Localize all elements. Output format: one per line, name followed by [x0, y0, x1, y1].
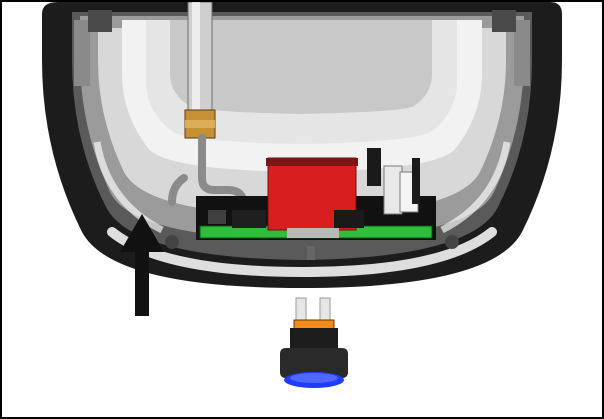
device-housing-icon — [42, 2, 562, 288]
connector-plug-icon — [280, 297, 348, 388]
circuit-board-icon — [196, 148, 436, 260]
up-arrow-icon — [120, 214, 164, 316]
